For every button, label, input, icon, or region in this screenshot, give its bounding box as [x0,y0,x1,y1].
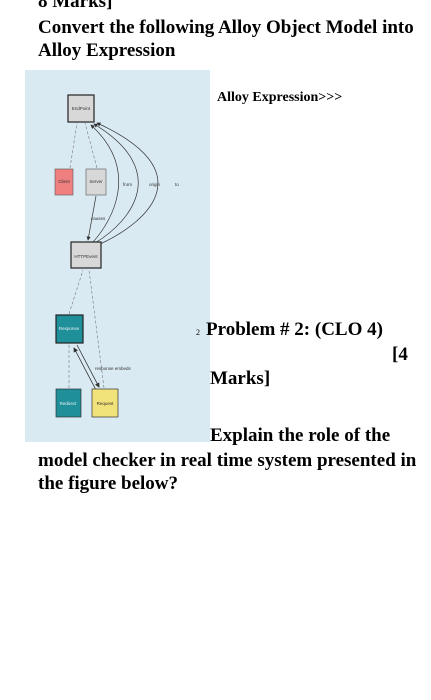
edge-label-response-embeds: response embeds [95,366,132,371]
edge-label-origin: origin [149,182,161,187]
node-request [91,388,119,418]
node-response [55,314,84,344]
problem-list-number: 2 [196,328,200,337]
alloy-model-figure: from origin to causes response embeds En… [25,70,210,442]
edge-label-to: to [175,182,179,187]
edge-to [96,122,159,246]
node-server [85,168,107,196]
edge-response-httpevent [68,269,84,315]
node-endpoint [67,94,95,123]
marks-open: [4 [392,344,408,365]
edge-origin [93,123,139,244]
node-response-label: Response [59,326,80,331]
edge-label-causes: causes [91,216,106,221]
alloy-expression-label: Alloy Expression>>> [217,90,343,105]
explain-question-rest: model checker in real time system presen… [38,450,417,494]
alloy-model-diagram: from origin to causes response embeds En… [54,94,179,418]
node-redirect [55,388,82,418]
edge-response-embeds-back [73,347,97,391]
node-client-label: Client [58,179,70,184]
node-endpoint-label: EndPoint [72,106,91,111]
node-server-label: Server [89,179,103,184]
node-httpevent [70,241,102,269]
question-heading: Convert the following Alloy Object Model… [38,17,414,61]
previous-question-marks: 8 Marks] [38,0,113,12]
edge-label-from: from [123,182,132,187]
edge-client-endpoint [69,122,78,169]
edge-server-endpoint [84,122,98,169]
marks-close: Marks] [210,368,271,389]
node-client [54,168,74,196]
node-request-label: Request [97,401,115,406]
problem-title: Problem # 2: (CLO 4) [206,319,383,340]
edge-response-embeds [76,344,100,388]
edge-from [90,124,119,243]
node-httpevent-label: HTTPEvent [74,254,98,259]
edge-causes [86,195,97,241]
explain-question-start: Explain the role of the [210,425,391,446]
node-redirect-label: Redirect [60,401,78,406]
